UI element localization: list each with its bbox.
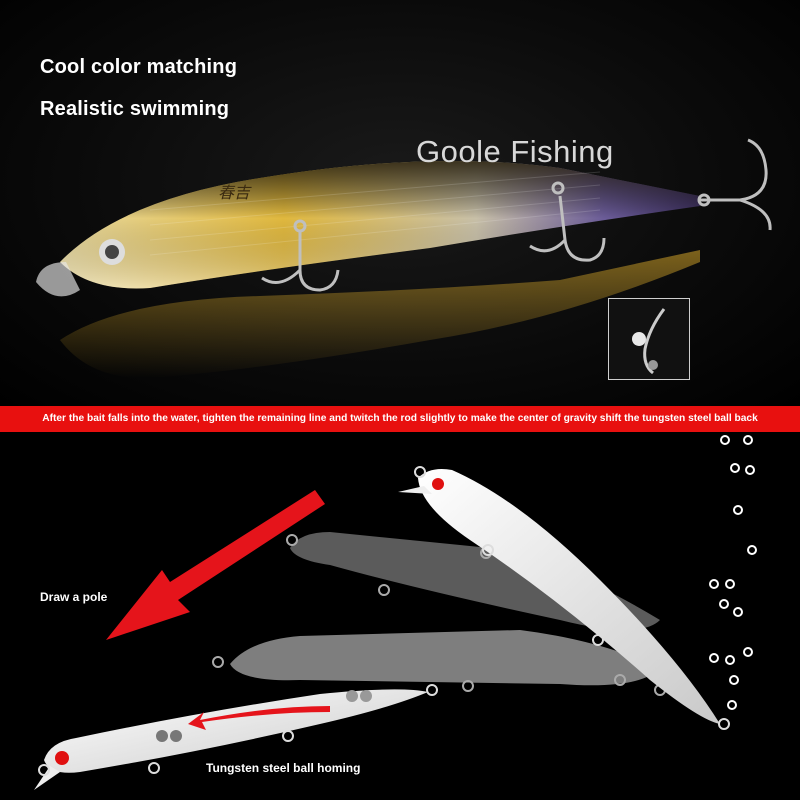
label-draw-pole: Draw a pole — [40, 590, 108, 604]
instruction-banner: After the bait falls into the water, tig… — [0, 406, 800, 432]
hook-detail-inset — [608, 298, 690, 380]
diagram-section — [0, 432, 800, 800]
lure-lip — [36, 262, 80, 297]
headline-color: Cool color matching — [40, 56, 238, 78]
lure-photo: 春吉 — [36, 138, 772, 379]
label-ball-homing: Tungsten steel ball homing — [206, 761, 361, 775]
headline-swimming: Realistic swimming — [40, 98, 230, 120]
lure-reflection — [60, 250, 700, 379]
treble-hook-icon — [261, 219, 340, 292]
treble-hook-icon — [529, 181, 606, 262]
hook-detail-image — [632, 308, 666, 375]
treble-hook-icon — [697, 138, 772, 231]
brand-watermark: Goole Fishing — [416, 134, 614, 169]
lure-logo: 春吉 — [218, 183, 252, 202]
